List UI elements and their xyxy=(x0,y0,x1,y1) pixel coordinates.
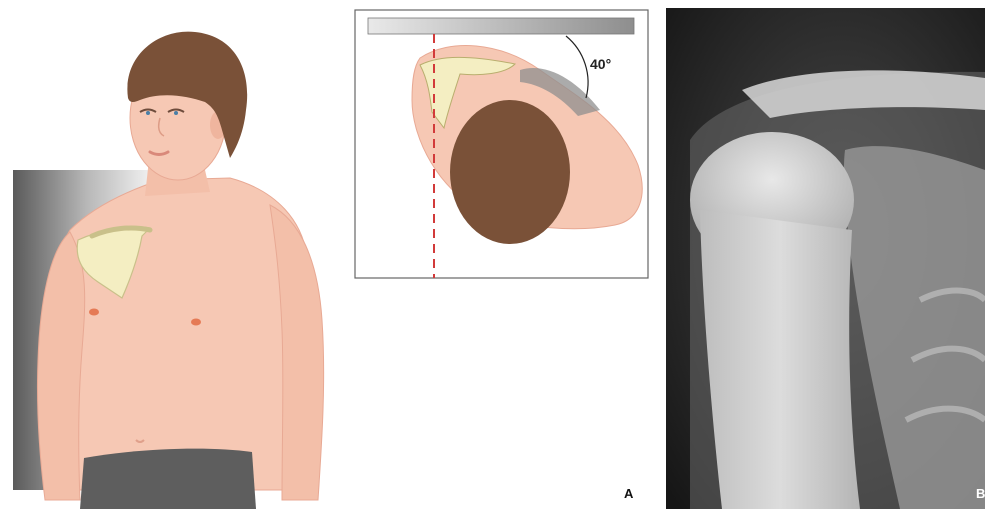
pupil-left xyxy=(146,111,150,115)
radiograph xyxy=(666,8,985,509)
head-topview xyxy=(450,100,570,244)
top-view-inset xyxy=(355,10,648,278)
nipple-left xyxy=(89,309,99,316)
panel-b-label: B xyxy=(976,486,985,501)
pupil-right xyxy=(174,111,178,115)
humeral-shaft xyxy=(700,210,860,509)
torso xyxy=(53,178,309,490)
receptor-bar xyxy=(368,18,634,34)
shorts xyxy=(80,449,256,509)
nipple-right xyxy=(191,319,201,326)
angle-label: 40° xyxy=(590,56,611,72)
panel-a-label: A xyxy=(624,486,633,501)
patient-illustration xyxy=(13,32,324,509)
